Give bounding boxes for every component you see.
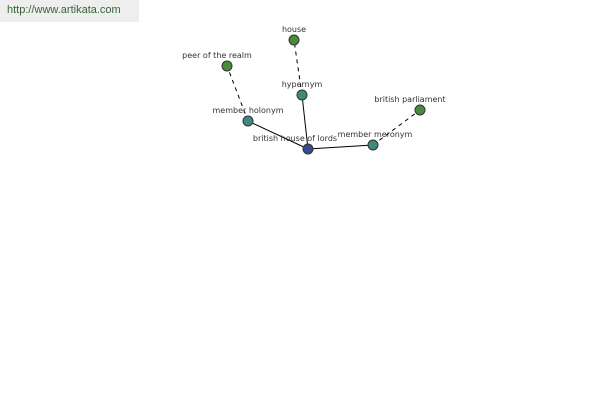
edge-center-holonym — [247, 120, 309, 150]
node-house[interactable] — [288, 34, 300, 46]
node-british-parliament[interactable] — [414, 104, 426, 116]
edge-holonym-peer — [226, 65, 249, 122]
label-member-meronym: member meronym — [338, 130, 413, 139]
node-member-holonym[interactable] — [242, 115, 254, 127]
node-center[interactable] — [302, 143, 314, 155]
node-member-meronym[interactable] — [367, 139, 379, 151]
site-url-link[interactable]: http://www.artikata.com — [0, 0, 139, 22]
edge-center-meronym — [307, 144, 374, 150]
node-peer-of-the-realm[interactable] — [221, 60, 233, 72]
edge-hypernym-house — [293, 39, 303, 96]
label-member-holonym: member holonym — [212, 106, 283, 115]
edge-meronym-parliament — [372, 109, 421, 146]
label-hypernym: hypernym — [282, 80, 323, 89]
label-center: british house of lords — [253, 134, 337, 143]
label-british-parliament[interactable]: british parliament — [374, 95, 445, 104]
node-hypernym[interactable] — [296, 89, 308, 101]
label-house[interactable]: house — [282, 25, 306, 34]
label-peer-of-the-realm[interactable]: peer of the realm — [182, 51, 252, 60]
edge-center-hypernym — [301, 94, 309, 150]
